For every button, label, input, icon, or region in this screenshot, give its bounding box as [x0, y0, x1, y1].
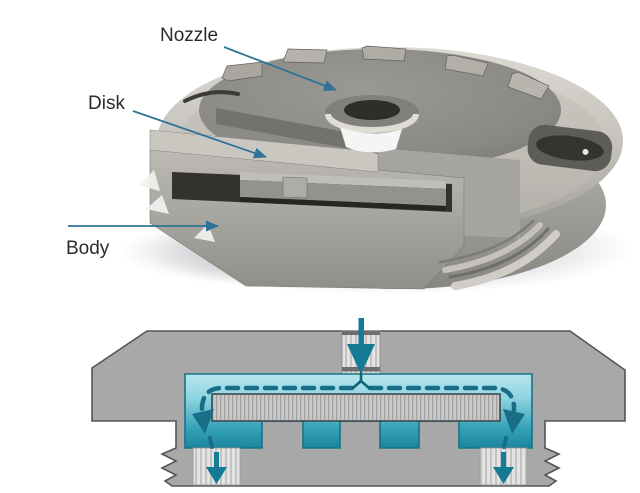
plate-left-edge-dark: [183, 90, 240, 103]
nozzle-callout-line: [223, 46, 337, 91]
bottom-thread-grooves: [438, 219, 560, 290]
flow-path-left: [199, 385, 355, 413]
nozzle-hole: [325, 95, 419, 153]
inlet-flow-arrow: [347, 318, 375, 374]
plate-front-cut-face: [216, 108, 378, 154]
plate-castellation-tabs: [221, 45, 550, 100]
outlet-flow-arrow-right: [493, 452, 514, 484]
flow-path-left-dash: [208, 436, 214, 449]
flow-path-left-arrowhead: [192, 409, 214, 434]
disk-post: [282, 176, 308, 199]
disk-label: Disk: [88, 93, 125, 114]
cutaway-render: [120, 45, 635, 294]
flow-path-right: [367, 385, 517, 413]
flow-path-right-dash: [502, 436, 508, 449]
flow-path-right-arrowhead: [503, 409, 525, 434]
disk-callout-line: [132, 110, 267, 159]
disk-section: [211, 393, 501, 422]
nozzle-label: Nozzle: [160, 25, 218, 46]
cutaway-wedge: [149, 108, 520, 290]
nozzle-cut-gap: [340, 127, 402, 153]
rim-outlet-slot: [527, 124, 613, 172]
callouts: Nozzle Disk Body: [66, 25, 337, 259]
flow-split-mark: [351, 371, 371, 390]
outlet-flow-arrow-left: [206, 452, 227, 484]
body-label: Body: [66, 238, 110, 259]
cross-section-diagram: [91, 318, 626, 487]
